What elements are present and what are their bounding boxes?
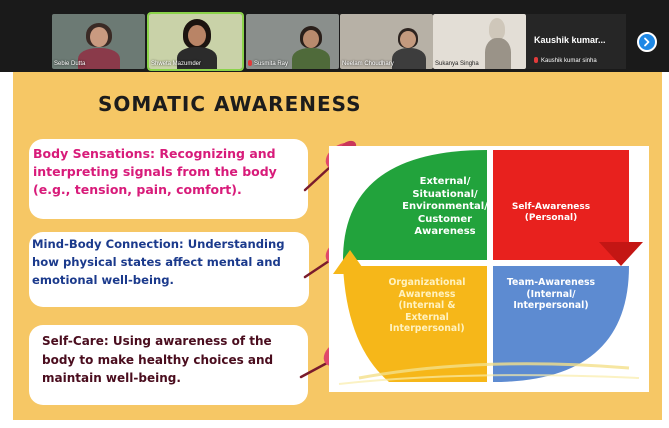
participant-face	[90, 27, 108, 47]
participant-body	[177, 47, 217, 69]
participant-body	[392, 48, 426, 69]
participant-name: Susmita Ray	[248, 60, 288, 67]
participant-tile[interactable]: Sebie Dutta	[52, 14, 145, 69]
mic-muted-icon	[248, 60, 252, 66]
participant-figure	[489, 18, 505, 40]
participant-body	[292, 48, 330, 69]
quadrant-blue	[493, 266, 629, 382]
participant-body	[485, 38, 511, 69]
external-awareness-label: External/ Situational/ Environmental/ Cu…	[402, 176, 488, 237]
mind-body-card: Mind-Body Connection: Understanding how …	[29, 232, 309, 307]
participant-tile[interactable]: Sukanya Singha	[433, 14, 526, 69]
mic-muted-icon	[534, 57, 538, 63]
slide-title: SOMATIC AWARENESS	[98, 92, 362, 116]
card-text: Self-Care: Using awareness of the body t…	[42, 334, 274, 386]
self-care-card: Self-Care: Using awareness of the body t…	[29, 325, 308, 405]
participant-name: Sukanya Singha	[435, 61, 479, 67]
organizational-awareness-label: Organizational Awareness (Internal & Ext…	[388, 277, 466, 335]
participant-name: Shweta Mazumder	[151, 61, 202, 67]
awareness-quadrant-diagram: External/ Situational/ Environmental/ Cu…	[329, 146, 649, 392]
participant-name: Sebie Dutta	[54, 61, 86, 67]
participant-tile[interactable]: Susmita Ray	[246, 14, 339, 69]
participant-face	[303, 30, 319, 48]
quadrant-graphic	[329, 146, 649, 392]
participant-tile-speaking[interactable]: Shweta Mazumder	[147, 12, 244, 71]
participant-face	[188, 25, 206, 46]
quadrant-green	[343, 150, 487, 260]
chevron-right-icon	[644, 37, 650, 47]
participant-tile[interactable]: Neelam Choudhary	[340, 14, 433, 69]
participant-body	[78, 48, 120, 69]
body-sensations-card: Body Sensations: Recognizing and interpr…	[29, 139, 308, 219]
next-participants-button[interactable]	[637, 32, 657, 52]
quadrant-yellow	[343, 266, 487, 382]
team-awareness-label: Team-Awareness (Internal/ Interpersonal)	[506, 277, 596, 312]
shared-slide: SOMATIC AWARENESS Body Sensations: Recog…	[13, 72, 662, 420]
participant-name: Neelam Choudhary	[342, 61, 394, 67]
video-strip: Sebie Dutta Shweta Mazumder Susmita Ray …	[0, 0, 669, 72]
card-text: Body Sensations: Recognizing and interpr…	[33, 146, 277, 198]
participant-display-name: Kaushik kumar...	[534, 35, 606, 45]
participant-full-name: Kaushik kumar sinha	[534, 57, 597, 64]
participant-face	[400, 31, 416, 48]
quadrant-red	[493, 150, 629, 260]
card-text: Mind-Body Connection: Understanding how …	[32, 237, 285, 287]
self-awareness-label: Self-Awareness (Personal)	[511, 202, 591, 224]
participant-name-tile[interactable]: Kaushik kumar... Kaushik kumar sinha	[526, 14, 626, 69]
